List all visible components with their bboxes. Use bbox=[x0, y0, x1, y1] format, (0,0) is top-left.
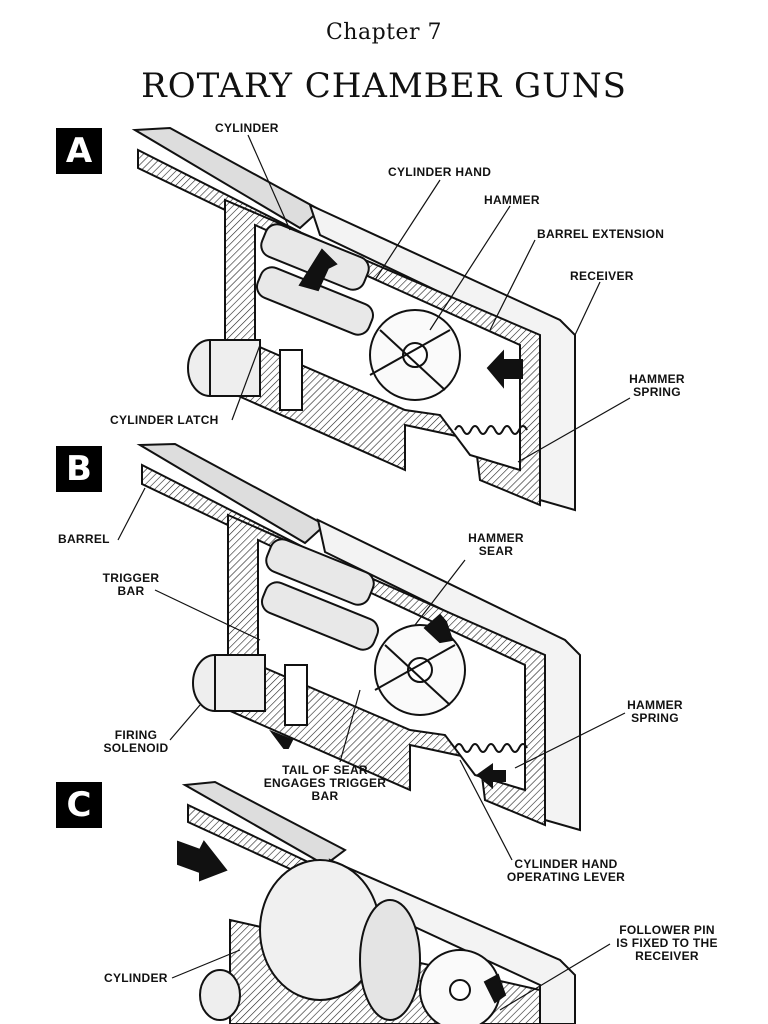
label-c-follower-line3: RECEIVER bbox=[635, 949, 699, 963]
label-a-cylinder-latch: CYLINDER LATCH bbox=[110, 413, 219, 427]
label-b-cylinder-hand-operating-lever: CYLINDER HAND OPERATING LEVER bbox=[500, 858, 632, 884]
label-b-hammer-sear-line1: HAMMER bbox=[468, 531, 524, 545]
label-b-hammer-spring: HAMMER SPRING bbox=[618, 699, 692, 725]
label-a-cylinder-hand: CYLINDER HAND bbox=[388, 165, 492, 179]
label-c-cylinder: CYLINDER bbox=[104, 971, 168, 985]
label-b-firing-solenoid-line2: SOLENOID bbox=[103, 741, 169, 755]
label-b-trigger-bar: TRIGGER BAR bbox=[98, 572, 164, 598]
panel-b-spring bbox=[454, 743, 528, 753]
label-b-tail-of-sear: TAIL OF SEAR ENGAGES TRIGGER BAR bbox=[258, 764, 392, 803]
label-b-cyl-hand-op-line2: OPERATING LEVER bbox=[506, 870, 626, 884]
label-c-follower-line1: FOLLOWER PIN bbox=[619, 923, 715, 937]
panel-a-drawing bbox=[131, 126, 631, 512]
label-b-trigger-bar-line2: BAR bbox=[117, 584, 145, 598]
panel-c-arrow-down bbox=[483, 973, 507, 1004]
label-b-barrel: BARREL bbox=[58, 532, 110, 546]
panel-b-arrow-rotate bbox=[423, 613, 454, 644]
label-b-hammer-sear: HAMMER SEAR bbox=[458, 532, 534, 558]
label-a-barrel-extension: BARREL EXTENSION bbox=[537, 227, 665, 241]
label-b-tail-line2: ENGAGES TRIGGER bbox=[263, 776, 387, 790]
label-b-tail-line1: TAIL OF SEAR bbox=[282, 763, 368, 777]
label-b-cyl-hand-op-line1: CYLINDER HAND bbox=[514, 857, 618, 871]
label-c-follower-pin: FOLLOWER PIN IS FIXED TO THE RECEIVER bbox=[602, 924, 732, 963]
page-title: ROTARY CHAMBER GUNS bbox=[141, 66, 627, 106]
panel-c-arrow-right bbox=[177, 840, 228, 882]
label-a-receiver: RECEIVER bbox=[570, 269, 634, 283]
label-c-follower-line2: IS FIXED TO THE bbox=[616, 936, 718, 950]
panel-b-badge: B bbox=[56, 446, 102, 492]
label-a-hammer-spring-line2: SPRING bbox=[633, 385, 681, 399]
panel-c-drawing bbox=[171, 780, 611, 1024]
label-a-hammer-spring: HAMMER SPRING bbox=[620, 373, 694, 399]
panel-b-arrow-left bbox=[476, 763, 506, 790]
panel-a-arrow-left bbox=[486, 349, 523, 389]
label-a-cylinder: CYLINDER bbox=[215, 121, 279, 135]
panel-b-arrow-down bbox=[269, 729, 294, 749]
label-b-tail-line3: BAR bbox=[311, 789, 339, 803]
chapter-heading: Chapter 7 bbox=[325, 20, 443, 45]
label-a-hammer: HAMMER bbox=[484, 193, 540, 207]
panel-a-arrow-up bbox=[298, 248, 338, 292]
label-b-hammer-spring-line1: HAMMER bbox=[627, 698, 683, 712]
panel-a-spring bbox=[454, 425, 528, 435]
label-b-firing-solenoid-line1: FIRING bbox=[114, 728, 158, 742]
label-b-trigger-bar-line1: TRIGGER bbox=[102, 571, 160, 585]
label-b-hammer-spring-line2: SPRING bbox=[631, 711, 679, 725]
label-a-hammer-spring-line1: HAMMER bbox=[629, 372, 685, 386]
panel-b-drawing bbox=[117, 442, 626, 861]
panel-a-receiver bbox=[308, 203, 576, 512]
label-b-firing-solenoid: FIRING SOLENOID bbox=[98, 729, 174, 755]
panel-a-badge: A bbox=[56, 128, 102, 174]
label-b-hammer-sear-line2: SEAR bbox=[478, 544, 514, 558]
panel-b-cylinder bbox=[265, 538, 375, 606]
panel-c-barrel bbox=[181, 780, 347, 867]
panel-c-badge: C bbox=[56, 782, 102, 828]
